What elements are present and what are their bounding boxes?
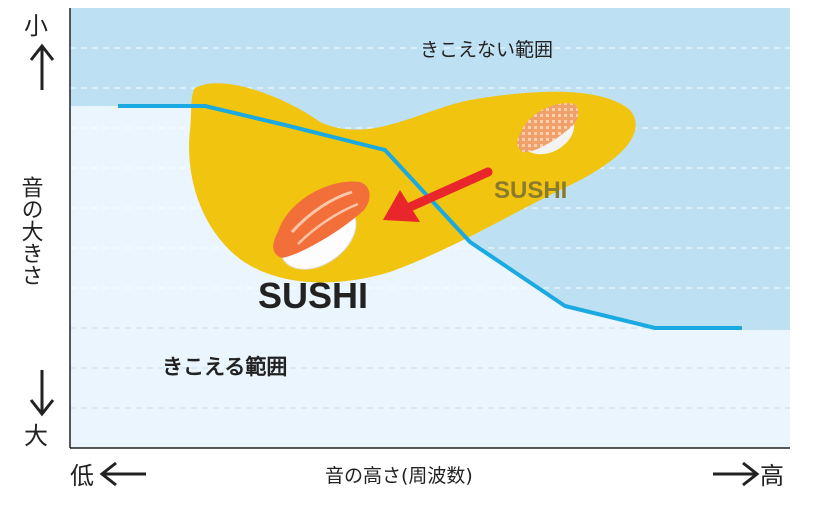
sushi-label-small: SUSHI <box>494 177 567 204</box>
sushi-label-large: SUSHI <box>258 275 368 316</box>
inaudible-region-label: きこえない範囲 <box>420 39 553 61</box>
pitch-shift-arrow <box>383 167 493 222</box>
sushi-icon-small <box>517 103 579 155</box>
arrow-down-icon <box>29 370 55 417</box>
arrow-right-icon <box>713 461 760 487</box>
arrow-left-icon <box>99 461 146 487</box>
y-axis-title: 音の大きさ <box>18 176 44 286</box>
sushi-icon-large <box>273 181 370 270</box>
audible-region-label: きこえる範囲 <box>162 355 287 379</box>
y-axis-top-label: 小 <box>24 12 48 40</box>
x-axis-title: 音の高さ(周波数) <box>325 465 473 487</box>
arrow-up-icon <box>29 43 55 90</box>
x-axis-left-label: 低 <box>70 462 94 490</box>
x-axis-right-label: 高 <box>760 462 784 490</box>
y-axis-bottom-label: 大 <box>24 422 48 450</box>
